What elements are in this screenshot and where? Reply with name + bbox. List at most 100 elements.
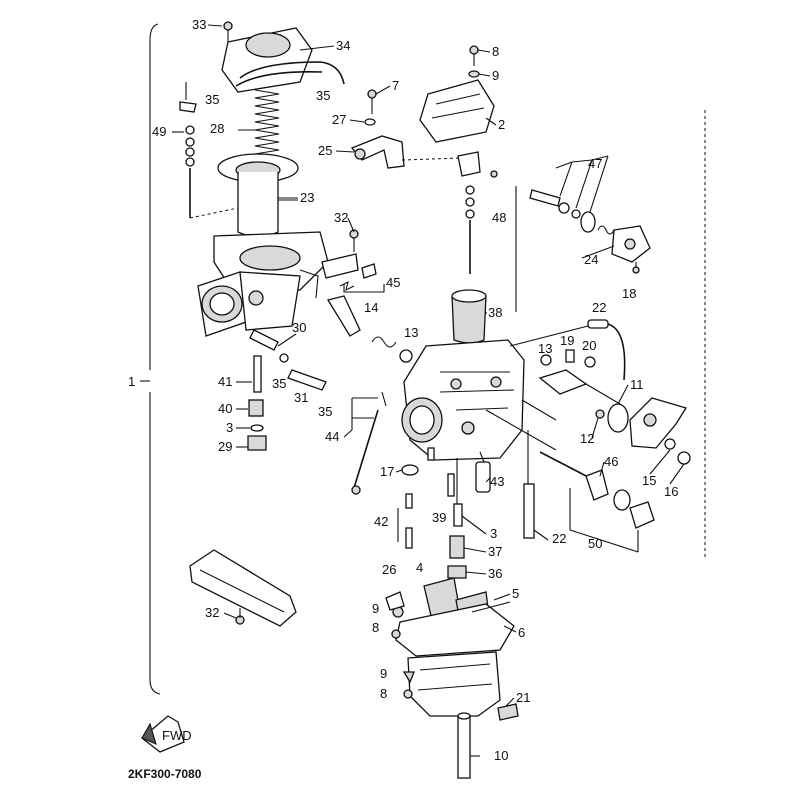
part-label-42: 42	[374, 514, 388, 529]
assembly-bracket	[140, 23, 706, 695]
throttle-stop-screw	[540, 349, 596, 368]
float-pins	[397, 493, 413, 549]
needle-jet	[475, 451, 491, 493]
throttle-spring	[254, 89, 280, 155]
starter-valve-assembly	[515, 155, 651, 312]
part-label-32: 32	[205, 605, 219, 620]
part-label-30: 30	[292, 320, 306, 335]
part-label-3: 3	[490, 526, 497, 541]
document-code: 2KF300-7080	[128, 767, 202, 781]
part-label-35: 35	[318, 404, 332, 419]
carburetor-body	[197, 231, 329, 337]
part-label-22: 22	[592, 300, 606, 315]
part-label-14: 14	[364, 300, 378, 315]
part-label-32: 32	[334, 210, 348, 225]
part-label-41: 41	[218, 374, 232, 389]
vacuum-diaphragm	[217, 153, 299, 238]
part-label-38: 38	[488, 305, 502, 320]
part-label-5: 5	[512, 586, 519, 601]
part-label-21: 21	[516, 690, 530, 705]
part-label-35: 35	[316, 88, 330, 103]
drain-screw-stack	[247, 353, 289, 451]
carburetor-top-cap	[221, 27, 345, 93]
leader-lines	[172, 24, 685, 757]
central-body	[401, 289, 557, 461]
starter-plunger	[539, 451, 655, 553]
part-label-18: 18	[622, 286, 636, 301]
part-label-40: 40	[218, 401, 232, 416]
part-label-33: 33	[192, 17, 206, 32]
part-label-36: 36	[488, 566, 502, 581]
part-label-13: 13	[538, 341, 552, 356]
part-label-44: 44	[325, 429, 339, 444]
part-label-15: 15	[642, 473, 656, 488]
pilot-jet	[447, 473, 455, 497]
part-label-12: 12	[580, 431, 594, 446]
assembly-bracket-label: 1	[128, 374, 135, 389]
part-label-3: 3	[226, 420, 233, 435]
pilot-screws	[339, 263, 385, 293]
part-label-9: 9	[372, 601, 379, 616]
part-label-9: 9	[380, 666, 387, 681]
part-label-28: 28	[210, 121, 224, 136]
part-label-26: 26	[382, 562, 396, 577]
part-label-7: 7	[392, 78, 399, 93]
part-label-45: 45	[386, 275, 400, 290]
pin	[287, 369, 327, 391]
part-label-8: 8	[372, 620, 379, 635]
part-label-19: 19	[560, 333, 574, 348]
part-label-39: 39	[432, 510, 446, 525]
part-label-9: 9	[492, 68, 499, 83]
part-label-16: 16	[664, 484, 678, 499]
starter-plunger-needle	[457, 151, 498, 274]
part-label-50: 50	[588, 536, 602, 551]
part-label-8: 8	[380, 686, 387, 701]
part-label-2: 2	[498, 117, 505, 132]
throttle-pulley-plate	[538, 369, 691, 465]
part-label-29: 29	[218, 439, 232, 454]
vent-hose	[509, 319, 626, 381]
chamber-screws	[402, 671, 415, 699]
part-label-25: 25	[318, 143, 332, 158]
part-label-20: 20	[582, 338, 596, 353]
part-label-35: 35	[205, 92, 219, 107]
part-labels: 33 34 35 35 35 35 49 28 23 32 32 45 14 1…	[128, 17, 678, 763]
part-label-34: 34	[336, 38, 350, 53]
float-pin-plate	[385, 591, 405, 611]
part-label-4: 4	[416, 560, 423, 575]
drain-screw	[497, 703, 519, 721]
part-label-31: 31	[294, 390, 308, 405]
part-label-46: 46	[604, 454, 618, 469]
diaphragm-cover	[419, 45, 495, 143]
mount-screw	[321, 229, 359, 279]
part-label-22: 22	[552, 531, 566, 546]
cable-bracket	[350, 89, 463, 169]
jet-needle	[179, 82, 239, 219]
forward-arrow: FWD	[140, 715, 192, 753]
shaft	[249, 329, 297, 351]
bracket-plate	[189, 549, 297, 627]
drain-hose	[457, 712, 471, 779]
rod	[351, 391, 387, 495]
part-label-6: 6	[518, 625, 525, 640]
part-label-11: 11	[630, 377, 644, 392]
overflow-hose	[523, 430, 535, 539]
part-label-37: 37	[488, 544, 502, 559]
float-chamber	[391, 577, 515, 717]
part-label-23: 23	[300, 190, 314, 205]
part-label-49: 49	[152, 124, 166, 139]
part-label-8: 8	[492, 44, 499, 59]
part-label-17: 17	[380, 464, 394, 479]
part-label-47: 47	[588, 156, 602, 171]
part-label-35: 35	[272, 376, 286, 391]
washer	[401, 464, 419, 476]
part-label-48: 48	[492, 210, 506, 225]
throttle-lever	[326, 295, 413, 363]
part-label-27: 27	[332, 112, 346, 127]
part-label-43: 43	[490, 474, 504, 489]
main-jet-stack	[447, 458, 467, 579]
part-label-10: 10	[494, 748, 508, 763]
part-label-13: 13	[404, 325, 418, 340]
top-screw	[223, 21, 233, 42]
